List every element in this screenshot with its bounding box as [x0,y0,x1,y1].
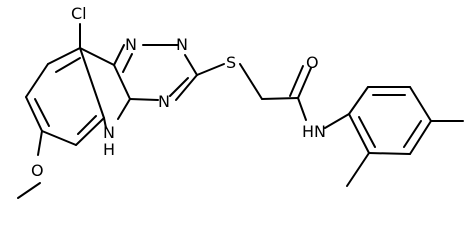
bond-31 [409,120,432,155]
bond-30 [409,86,432,122]
bond-33 [348,113,370,154]
bond-methoxy-2 [17,182,41,199]
bond-21 [196,63,225,76]
bond-32 [368,152,411,155]
indole-hydrogen-label: H [103,140,115,159]
bond-36 [358,116,376,148]
indole-nitrogen-label: N [103,123,115,142]
bond-25 [289,65,304,97]
triazine-nitrogen-1: N [125,35,137,54]
bond-24 [297,67,312,99]
bond-methoxy-1 [37,130,43,156]
bond-2 [25,63,49,98]
bond-6 [79,47,105,119]
chemical-structure: Cl N N N S O N H HN O [17,4,464,199]
bond-1 [47,47,81,65]
bond-lines [17,23,464,199]
bond-27 [324,113,350,129]
bond-5 [75,117,105,146]
carbonyl-oxygen-label: O [306,53,319,72]
bond-20 [169,77,189,97]
chlorine-label: Cl [71,4,87,23]
triazine-nitrogen-2: N [176,35,188,54]
bond-10 [79,47,115,66]
bond-26 [297,97,307,121]
bond-22 [239,63,263,100]
bond-8 [34,98,50,127]
bond-12 [117,98,131,120]
bond-7 [55,57,81,73]
bond-16 [184,54,198,76]
bond-18 [129,98,159,101]
methoxy-oxygen-label: O [31,161,44,180]
bond-13 [103,117,107,129]
atom-labels: Cl N N N S O N H HN O [31,4,326,180]
bond-4 [41,130,77,146]
amide-nh-label: HN [302,122,326,141]
bond-17 [175,74,198,101]
bond-3 [25,96,43,132]
triazine-nitrogen-3: N [158,92,170,111]
bond-11 [113,64,131,100]
bond-19 [122,53,133,73]
bond-28 [348,86,369,115]
bond-14 [113,44,125,66]
bond-methyl-ortho [346,152,370,187]
sulfur-label: S [226,53,236,72]
bond-9 [77,115,97,135]
bond-35 [403,120,422,148]
bond-23 [261,97,299,100]
